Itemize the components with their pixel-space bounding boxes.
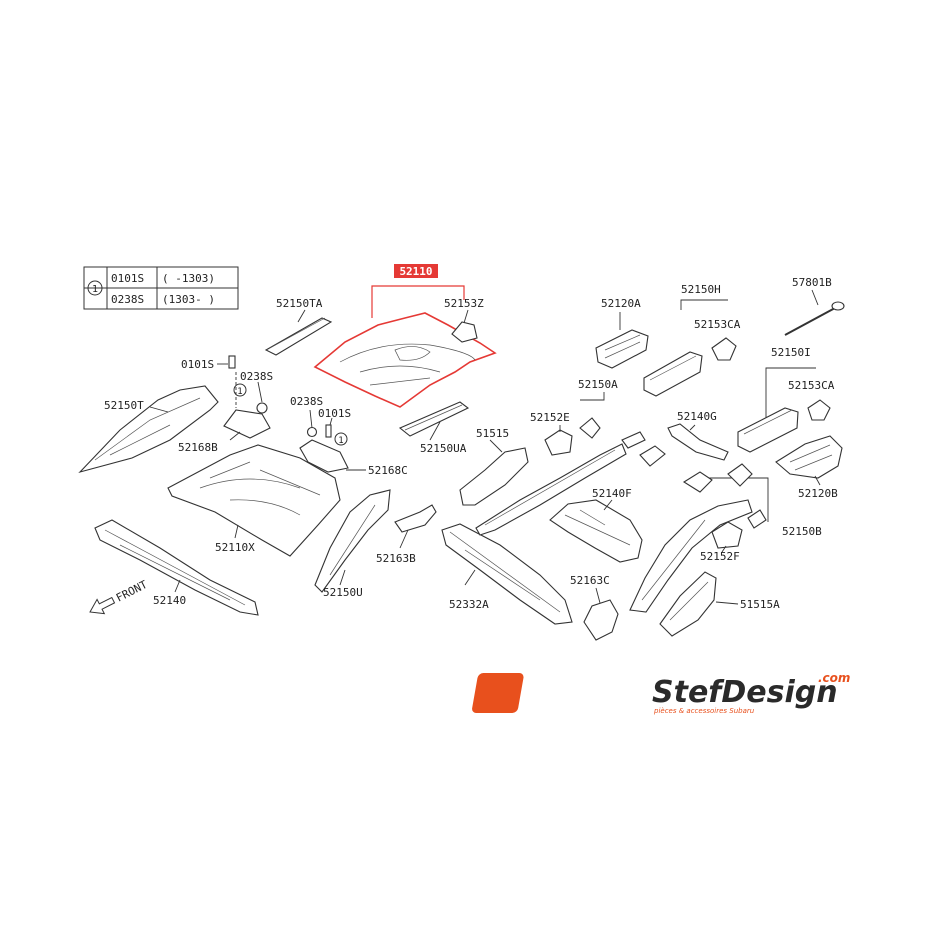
logo-badge-text: SD xyxy=(599,681,636,709)
part-labels: 52150TA 52153Z 0101S 0238S 52150T 0238S … xyxy=(104,276,838,611)
part-52150A-bracket-2[interactable] xyxy=(621,431,646,449)
label-52120B: 52120B xyxy=(798,487,838,500)
part-52163C[interactable] xyxy=(583,587,619,641)
logo-badge xyxy=(472,673,524,713)
part-52140[interactable] xyxy=(94,519,259,616)
part-57801B[interactable] xyxy=(784,289,845,336)
part-52150H[interactable] xyxy=(643,299,728,397)
part-52168B[interactable]: 1 xyxy=(223,372,271,441)
label-0238S-b: 0238S xyxy=(290,395,323,408)
part-52153Z[interactable] xyxy=(451,309,478,343)
table-row-1-part: 0101S xyxy=(111,272,144,285)
part-52152E[interactable] xyxy=(544,425,573,456)
part-52110-highlight[interactable]: 52110 xyxy=(313,264,497,408)
logo-domain: .com xyxy=(818,671,850,685)
part-52150T[interactable] xyxy=(78,385,219,474)
label-52140F: 52140F xyxy=(592,487,632,500)
label-52168C: 52168C xyxy=(368,464,408,477)
label-52150TA: 52150TA xyxy=(276,297,323,310)
label-52150T: 52150T xyxy=(104,399,144,412)
label-52150H: 52150H xyxy=(681,283,721,296)
table-ref-mark: 1 xyxy=(92,284,98,295)
label-52150B: 52150B xyxy=(782,525,822,538)
part-52153CA-b[interactable] xyxy=(807,399,831,421)
part-51515A[interactable] xyxy=(659,571,739,637)
label-51515: 51515 xyxy=(476,427,509,440)
part-52163B[interactable] xyxy=(394,504,437,549)
label-0238S-a: 0238S xyxy=(240,370,273,383)
fastener-0238S-b[interactable] xyxy=(306,409,318,438)
label-52153Z: 52153Z xyxy=(444,297,484,310)
part-52120B[interactable] xyxy=(775,435,843,486)
table-row-1-range: ( -1303) xyxy=(162,272,215,285)
label-0101S-b: 0101S xyxy=(318,407,351,420)
label-57801B: 57801B xyxy=(792,276,832,289)
part-51515[interactable] xyxy=(459,439,529,506)
label-52153CA-b: 52153CA xyxy=(788,379,835,392)
part-52332A[interactable] xyxy=(441,523,573,625)
stefdesign-logo: SD StefDesign .com pièces & accessoires … xyxy=(472,671,850,715)
label-52140G: 52140G xyxy=(677,410,717,423)
part-52150A-bracket-3[interactable] xyxy=(639,445,666,467)
part-52150I[interactable] xyxy=(737,367,816,453)
part-52153CA-a[interactable] xyxy=(711,337,737,361)
label-52153CA-a: 52153CA xyxy=(694,318,741,331)
table-row-2-part: 0238S xyxy=(111,293,144,306)
svg-text:1: 1 xyxy=(237,387,242,397)
logo-name: StefDesign xyxy=(652,675,838,710)
part-52110X[interactable] xyxy=(167,444,341,557)
part-52120A[interactable] xyxy=(595,312,649,369)
front-arrow-icon xyxy=(89,596,116,615)
part-52150A[interactable] xyxy=(475,392,627,536)
part-52150B-bracket-3[interactable] xyxy=(747,509,767,529)
part-52152F[interactable] xyxy=(711,521,743,553)
label-52150U: 52150U xyxy=(323,586,363,599)
part-52150A-bracket-1[interactable] xyxy=(579,417,601,439)
label-0101S-a: 0101S xyxy=(181,358,214,371)
svg-text:1: 1 xyxy=(338,436,343,446)
label-52140: 52140 xyxy=(153,594,186,607)
label-51515A: 51515A xyxy=(740,598,780,611)
label-52120A: 52120A xyxy=(601,297,641,310)
logo-tagline: pièces & accessoires Subaru xyxy=(653,707,755,715)
part-52110-label: 52110 xyxy=(399,265,432,278)
label-52152E: 52152E xyxy=(530,411,570,424)
label-52163B: 52163B xyxy=(376,552,416,565)
part-52150B[interactable] xyxy=(629,477,769,613)
label-52152F: 52152F xyxy=(700,550,740,563)
part-52140F[interactable] xyxy=(549,499,643,563)
label-52163C: 52163C xyxy=(570,574,610,587)
part-52150UA[interactable] xyxy=(398,401,470,441)
fastener-0101S-b[interactable]: 1 xyxy=(325,417,348,446)
label-52110X: 52110X xyxy=(215,541,255,554)
label-52150A: 52150A xyxy=(578,378,618,391)
part-52150TA[interactable] xyxy=(264,309,333,356)
label-52332A: 52332A xyxy=(449,598,489,611)
table-row-2-range: (1303- ) xyxy=(162,293,215,306)
fastener-0238S-a[interactable] xyxy=(256,381,268,414)
label-52150I: 52150I xyxy=(771,346,811,359)
part-52150B-bracket-1[interactable] xyxy=(682,471,713,493)
part-52150U[interactable] xyxy=(314,489,391,593)
front-arrow-label: FRONT xyxy=(114,578,150,605)
front-arrow: FRONT xyxy=(89,578,150,615)
label-52150UA: 52150UA xyxy=(420,442,467,455)
part-52150B-bracket-2[interactable] xyxy=(727,463,753,487)
fastener-table: 1 0101S ( -1303) 0238S (1303- ) xyxy=(83,266,239,310)
part-52140G[interactable] xyxy=(667,423,729,461)
fastener-0101S-a[interactable] xyxy=(217,355,236,369)
label-52168B: 52168B xyxy=(178,441,218,454)
